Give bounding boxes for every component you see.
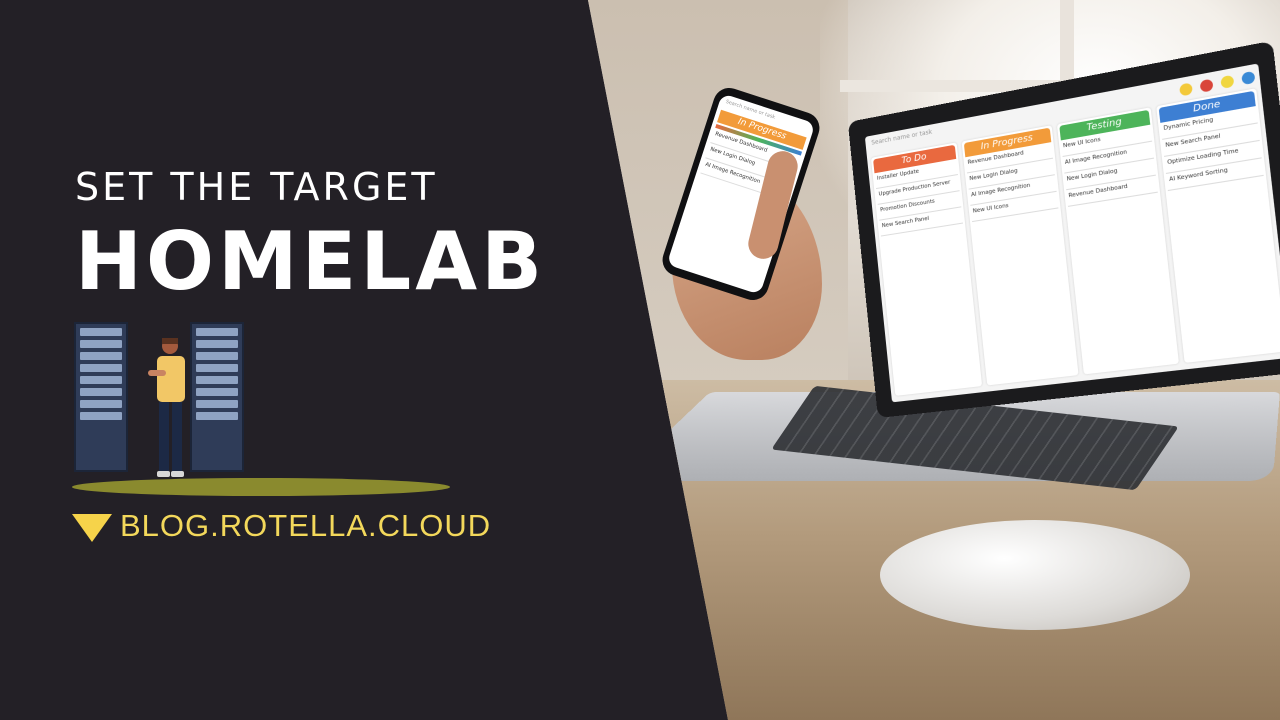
server-rack-icon bbox=[74, 322, 128, 472]
rack-unit bbox=[196, 364, 238, 372]
user-icon bbox=[1241, 70, 1256, 86]
calendar-icon bbox=[1199, 78, 1214, 93]
rack-unit bbox=[196, 352, 238, 360]
lightbulb-icon bbox=[1178, 82, 1193, 97]
kanban-column-done: Done Dynamic Pricing New Search Panel Op… bbox=[1156, 88, 1280, 363]
rack-unit bbox=[80, 328, 122, 336]
eyebrow-text: SET THE TARGET bbox=[75, 165, 438, 209]
blog-url[interactable]: BLOG.ROTELLA.CLOUD bbox=[120, 508, 492, 543]
rack-unit bbox=[80, 388, 122, 396]
rack-unit bbox=[196, 388, 238, 396]
person-icon bbox=[148, 338, 185, 477]
ground-shadow bbox=[72, 478, 450, 496]
rack-unit bbox=[80, 400, 122, 408]
kanban-board: Search name or task To Do Installer Upda… bbox=[864, 63, 1280, 403]
triangle-down-icon bbox=[72, 514, 112, 542]
mouse bbox=[880, 520, 1190, 630]
rack-unit bbox=[196, 400, 238, 408]
rack-unit bbox=[80, 364, 122, 372]
rack-unit bbox=[196, 340, 238, 348]
rack-unit bbox=[80, 352, 122, 360]
rack-unit bbox=[196, 376, 238, 384]
page-title: HOMELAB bbox=[75, 215, 547, 308]
rack-unit bbox=[80, 412, 122, 420]
rack-unit bbox=[196, 412, 238, 420]
rack-unit bbox=[80, 340, 122, 348]
rack-unit bbox=[80, 376, 122, 384]
server-rack-icon bbox=[190, 322, 244, 472]
smiley-icon bbox=[1220, 74, 1235, 89]
rack-unit bbox=[196, 328, 238, 336]
